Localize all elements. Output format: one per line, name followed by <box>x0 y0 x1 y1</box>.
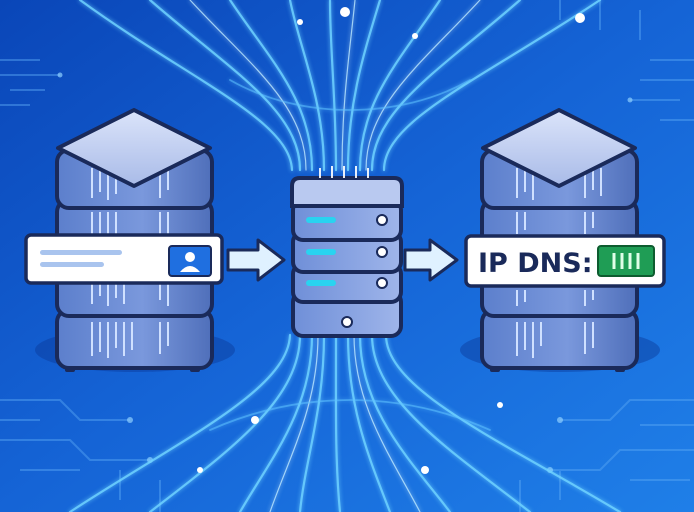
left-request-card <box>24 233 224 285</box>
ip-dns-label: IP DNS: <box>478 248 593 279</box>
server-tier <box>480 308 639 370</box>
right-response-card: IP DNS: <box>464 234 666 288</box>
arrow-right-icon <box>226 238 286 282</box>
server-top <box>481 108 637 188</box>
user-icon <box>168 245 212 277</box>
server-top <box>56 108 212 188</box>
center-server <box>290 166 404 338</box>
server-top <box>290 176 404 208</box>
circuit-nodes <box>57 72 633 473</box>
arrow-right-icon <box>403 238 459 282</box>
server-unit <box>291 198 403 242</box>
flow-sparkles <box>197 7 585 474</box>
data-flow-lines <box>68 0 622 512</box>
server-tier <box>55 308 214 370</box>
status-bars-icon <box>597 245 655 277</box>
